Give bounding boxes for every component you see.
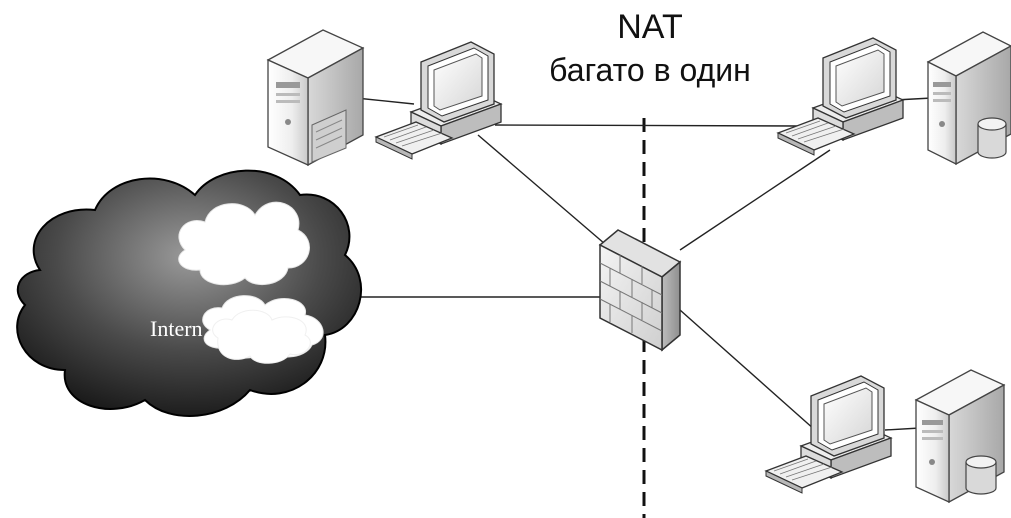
workstation-icon: [374, 41, 503, 160]
workstation-icon: [764, 375, 893, 494]
link-workstation-tl-to-firewall: [477, 134, 613, 251]
link-firewall-to-workstation-tr: [679, 149, 831, 251]
disk-icon: [977, 117, 1007, 159]
server-tower-icon: [926, 31, 1011, 166]
title-nat: NAT: [617, 8, 683, 46]
internet-label: Intern: [150, 316, 203, 341]
workstation-icon: [776, 37, 905, 156]
title-many-to-one: багато в один: [549, 52, 751, 88]
server-tower-icon: [914, 369, 1006, 504]
connections: [355, 97, 933, 431]
internet-cloud-icon: Intern: [16, 169, 362, 417]
link-server-tl-to-workstation-tl: [355, 97, 415, 105]
link-workstation-br-to-server-br: [884, 427, 921, 431]
link-firewall-to-workstation-br: [679, 309, 816, 431]
firewall-icon: [598, 229, 682, 352]
server-tower-icon: [266, 29, 365, 167]
disk-icon: [965, 455, 997, 495]
link-workstation-tl-to-workstation-tr: [494, 124, 799, 127]
